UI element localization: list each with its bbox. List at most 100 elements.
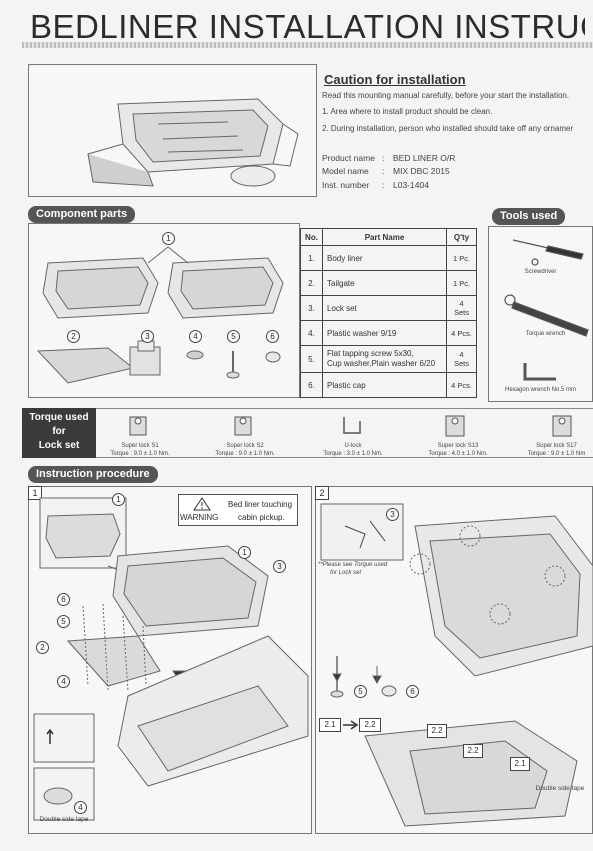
caution-heading: Caution for installation	[324, 72, 466, 87]
row-no: 1.	[300, 245, 323, 271]
row-no: 3.	[300, 295, 323, 321]
component-illustrations	[36, 246, 284, 384]
step1-marker-5: 5	[57, 615, 70, 628]
page-title: BEDLINER INSTALLATION INSTRUCTION	[30, 8, 585, 45]
row-qty: 4 Sets	[446, 295, 477, 321]
torque-label-line-1: Torque used	[29, 412, 89, 423]
step-2-illustration	[320, 503, 593, 827]
tool-label-torque-wrench: Torque wrench	[525, 331, 566, 337]
inst-number-label: Inst. number	[322, 180, 370, 190]
row-no: 6.	[300, 372, 323, 398]
step-2-number: 2	[315, 486, 329, 500]
row-qty: 1 Pc.	[446, 245, 477, 271]
row-name: Plastic washer 9/19	[322, 320, 447, 346]
u-lock-name: U-lock	[344, 443, 362, 449]
title-underline	[22, 42, 593, 48]
component-parts-heading: Component parts	[28, 206, 136, 223]
lock-s2-name: Super lock S2	[226, 443, 264, 449]
product-name-sep: :	[382, 153, 385, 163]
marker-4: 4	[189, 330, 202, 343]
product-name-value: BED LINER O/R	[393, 153, 456, 163]
step2-marker-5: 5	[354, 685, 367, 698]
arrow-right-icon	[343, 720, 359, 730]
warning-label: WARNING	[180, 513, 219, 522]
row-name: Body liner	[322, 245, 447, 271]
row-qty: 1 Pc.	[446, 270, 477, 296]
model-name-label: Model name	[322, 166, 369, 176]
step1-tape-label: Double side tape	[39, 816, 89, 823]
table-row: 2. Tailgate 1 Pc.	[300, 270, 477, 296]
row-no: 2.	[300, 270, 323, 296]
torque-wrench-icon	[504, 294, 589, 337]
lock-s17-name: Super lock S17	[536, 443, 577, 449]
row-name-multiline: Flat tapping screw 5x30, Cup washer,Plai…	[322, 345, 447, 373]
lock-s1-icon	[129, 416, 147, 436]
row-no: 4.	[300, 320, 323, 346]
step-1-illustration	[33, 497, 309, 821]
tools-used-heading: Tools used	[492, 208, 566, 225]
model-name-value: MIX DBC 2015	[393, 166, 450, 176]
u-lock-torque: Torque : 3.0 ± 1.0 Nm.	[323, 451, 383, 457]
lock-s13-icon	[445, 415, 465, 437]
tool-label-screwdriver: Screwdriver	[524, 269, 557, 275]
table-row: 3. Lock set 4 Sets	[300, 295, 477, 321]
substep-label-2-2a: 2.2	[427, 724, 447, 738]
step1-marker-6: 6	[57, 593, 70, 606]
row-qty: 4 Pcs.	[446, 320, 477, 346]
table-row: 5. Flat tapping screw 5x30, Cup washer,P…	[300, 345, 477, 373]
row-qty: 4 Pcs.	[446, 372, 477, 398]
parts-table: No. Part Name Q'ty 1. Body liner 1 Pc. 2…	[300, 228, 477, 398]
inst-number-sep: :	[382, 180, 385, 190]
lock-s13-name: Super lock S13	[437, 443, 479, 449]
lock-s17-icon	[552, 415, 572, 437]
marker-5: 5	[227, 330, 240, 343]
warning-text-2: cabin pickup.	[238, 513, 285, 522]
caution-line-1: 1. Area where to install product should …	[322, 107, 493, 116]
step1-marker-1a: 1	[112, 493, 125, 506]
row-qty: 4 Sets	[446, 345, 477, 373]
torque-label-line-2: for	[52, 426, 66, 437]
caution-line-0: Read this mounting manual carefully, bef…	[322, 91, 570, 100]
step1-marker-4a: 4	[57, 675, 70, 688]
lock-s1-torque: Torque : 9.0 ± 1.0 Nm.	[110, 451, 170, 457]
row-name: Plastic cap	[322, 372, 447, 398]
bedliner-illustration	[87, 98, 299, 187]
warning-icon	[193, 497, 211, 511]
row-name: Lock set	[322, 295, 447, 321]
hex-wrench-icon	[523, 363, 556, 381]
step2-note-2: for Lock set	[330, 570, 362, 576]
model-name-sep: :	[382, 166, 385, 176]
warning-text-1: Bed liner touching	[228, 500, 293, 509]
lock-s2-icon	[234, 416, 252, 436]
substep-2-1-box: 2.1	[319, 718, 341, 732]
step1-marker-1b: 1	[238, 546, 251, 559]
table-row: 4. Plastic washer 9/19 4 Pcs.	[300, 320, 477, 346]
lock-s17-torque: Torque : 9.0 ± 1.0 Nm	[527, 451, 586, 457]
torque-label-line-3: Lock set	[38, 440, 80, 451]
substep-label-2-1: 2.1	[510, 757, 530, 771]
marker-3: 3	[141, 330, 154, 343]
header-part-name: Part Name	[322, 228, 447, 246]
marker-1: 1	[162, 232, 175, 245]
row-name-line-2: Cup washer,Plain washer 6/20	[327, 359, 436, 368]
step2-note-1: **Please see Torque used	[318, 562, 388, 568]
substep-label-2-2b: 2.2	[463, 744, 483, 758]
step2-tape-label: Double side tape	[535, 785, 585, 792]
step-1-number: 1	[28, 486, 42, 500]
lock-s13-torque: Torque : 4.0 ± 1.0 Nm.	[428, 451, 488, 457]
lock-s2-torque: Torque : 9.0 ± 1.0 Nm.	[215, 451, 275, 457]
lock-s1-name: Super lock S1	[121, 443, 159, 449]
parts-table-header: No. Part Name Q'ty	[300, 228, 477, 246]
tool-label-hex-wrench: Hexagon wrench No.5 mm	[504, 387, 577, 393]
row-name-line-1: Flat tapping screw 5x30,	[327, 349, 414, 358]
marker-6: 6	[266, 330, 279, 343]
step2-marker-3: 3	[386, 508, 399, 521]
instruction-procedure-heading: Instruction procedure	[28, 466, 158, 483]
substep-2-2-box: 2.2	[359, 718, 381, 732]
row-name: Tailgate	[322, 270, 447, 296]
table-row: 1. Body liner 1 Pc.	[300, 245, 477, 271]
table-row: 6. Plastic cap 4 Pcs.	[300, 372, 477, 398]
inst-number-value: L03-1404	[393, 180, 429, 190]
torque-used-label: Torque used for Lock set	[22, 408, 96, 458]
header-no: No.	[300, 228, 323, 246]
